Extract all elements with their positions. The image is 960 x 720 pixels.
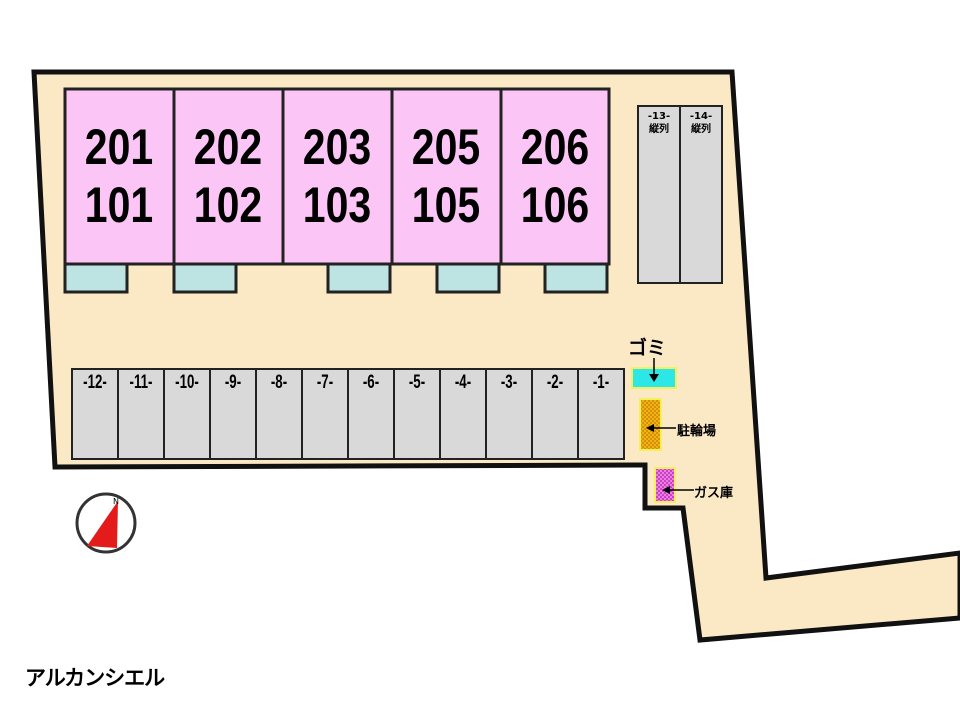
balcony [63, 262, 129, 294]
parking-slot [301, 368, 349, 460]
unit-lower-number: 105 [411, 177, 481, 233]
balcony [172, 262, 238, 294]
compass [75, 492, 137, 554]
parking-slot-label: -5- [408, 372, 426, 393]
slot-note: 縦列 [649, 124, 669, 135]
parking-slot-14-label: -14- 縦列 [680, 110, 722, 136]
unit-lower-number: 103 [302, 177, 372, 233]
unit-upper-number: 201 [84, 119, 154, 175]
unit-lower-number: 106 [520, 177, 590, 233]
building [63, 87, 611, 266]
parking-slot [439, 368, 487, 460]
unit-4 [390, 87, 503, 266]
gas-storage-area [654, 467, 676, 503]
parking-slot [117, 368, 165, 460]
parking-slot-13-label: -13- 縦列 [638, 110, 680, 136]
balcony [543, 262, 609, 294]
unit-lower-number: 102 [193, 177, 263, 233]
parking-slot [163, 368, 211, 460]
parking-slot-label: -1- [592, 372, 610, 393]
property-name: アルカンシエル [25, 666, 165, 690]
gas-storage-label: ガス庫 [694, 486, 734, 501]
slot-note: 縦列 [691, 124, 711, 135]
parking-slot [347, 368, 395, 460]
slot-number: -13- [647, 111, 671, 122]
unit-upper-number: 205 [411, 119, 481, 175]
unit-label-5: 206 106 [511, 118, 600, 234]
unit-label-2: 202 102 [184, 118, 273, 234]
parking-slot-14 [679, 105, 723, 284]
balcony [435, 262, 501, 294]
parking-slot-label: -9- [224, 372, 242, 393]
unit-upper-number: 202 [193, 119, 263, 175]
compass-north-label: N [113, 497, 119, 506]
parking-slot-label: -8- [270, 372, 288, 393]
balcony [326, 262, 392, 294]
unit-label-1: 201 101 [75, 118, 164, 234]
parking-slot [209, 368, 257, 460]
parking-slot-label: -12- [83, 372, 107, 393]
unit-3 [281, 87, 394, 266]
bicycle-parking-area [639, 398, 662, 451]
parking-slot [71, 368, 119, 460]
parking-slot [577, 368, 625, 460]
balconies [63, 262, 609, 294]
parking-slot [255, 368, 303, 460]
bicycle-arrow-head [646, 424, 654, 432]
garbage-arrow-head [649, 374, 659, 382]
parking-slot-label: -11- [129, 372, 153, 393]
compass-arrow-icon [87, 501, 118, 548]
unit-lower-number: 101 [84, 177, 154, 233]
bicycle-parking-label: 駐輪場 [677, 424, 717, 439]
parking-slot-label: -4- [454, 372, 472, 393]
unit-5 [499, 87, 611, 266]
unit-upper-number: 203 [302, 119, 372, 175]
parking-slot [393, 368, 441, 460]
unit-label-3: 203 103 [293, 118, 382, 234]
slot-number: -14- [689, 111, 713, 122]
tandem-parking [637, 105, 723, 284]
unit-1 [63, 87, 176, 266]
parking-slot-label: -10- [175, 372, 199, 393]
gas-arrow-head [662, 486, 670, 494]
parking-row [71, 368, 625, 460]
unit-upper-number: 206 [520, 119, 590, 175]
parking-slot-label: -2- [546, 372, 564, 393]
parking-slot-13 [637, 105, 681, 284]
garbage-label: ゴミ [628, 337, 667, 359]
parking-slot-label: -6- [362, 372, 380, 393]
parking-slot-label: -7- [316, 372, 334, 393]
parking-slot [485, 368, 533, 460]
parking-slot [531, 368, 579, 460]
unit-label-4: 205 105 [402, 118, 491, 234]
parking-slot-label: -3- [500, 372, 518, 393]
